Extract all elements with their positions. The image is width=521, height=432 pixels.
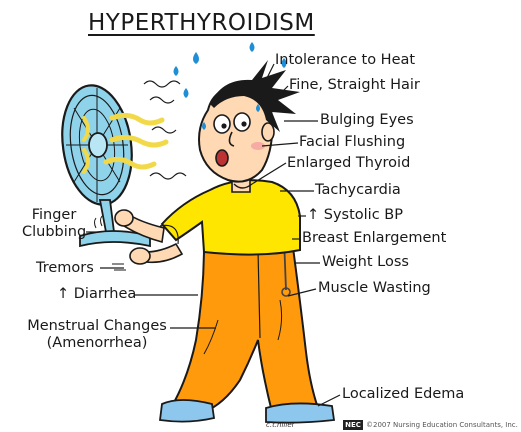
label-localized-edema: Localized Edema	[342, 386, 464, 403]
shoes	[160, 400, 334, 423]
label-muscle-wasting: Muscle Wasting	[318, 280, 431, 297]
label-finger-clubbing: Finger Clubbing	[22, 207, 86, 241]
label-breast-enlargement: Breast Enlargement	[302, 230, 446, 247]
label-menstrual-changes-line2: (Amenorrhea)	[22, 335, 172, 352]
label-menstrual-changes: Menstrual Changes (Amenorrhea)	[22, 318, 172, 352]
label-finger-clubbing-line1: Finger	[22, 207, 86, 224]
orange-pants	[172, 233, 318, 413]
diagram-title: HYPERTHYROIDISM	[88, 10, 315, 36]
label-bulging-eyes: Bulging Eyes	[320, 112, 414, 129]
label-finger-clubbing-line2: Clubbing	[22, 224, 86, 241]
yellow-shirt	[160, 180, 300, 254]
label-facial-flushing: Facial Flushing	[299, 134, 405, 151]
label-weight-loss: Weight Loss	[322, 254, 409, 271]
label-menstrual-changes-line1: Menstrual Changes	[22, 318, 172, 335]
label-fine-straight-hair: Fine, Straight Hair	[289, 77, 420, 94]
label-tremors: Tremors	[36, 260, 94, 277]
label-systolic-bp: ↑ Systolic BP	[307, 207, 403, 224]
copyright-notice: ©2007 Nursing Education Consultants, Inc…	[366, 421, 518, 429]
label-diarrhea: ↑ Diarrhea	[57, 286, 136, 303]
artist-signature: c.t.hiller	[266, 421, 295, 429]
head	[199, 60, 300, 192]
publisher-badge: NEC	[343, 420, 363, 430]
label-enlarged-thyroid: Enlarged Thyroid	[287, 155, 410, 172]
label-tachycardia: Tachycardia	[315, 182, 401, 199]
label-intolerance-to-heat: Intolerance to Heat	[275, 52, 415, 69]
